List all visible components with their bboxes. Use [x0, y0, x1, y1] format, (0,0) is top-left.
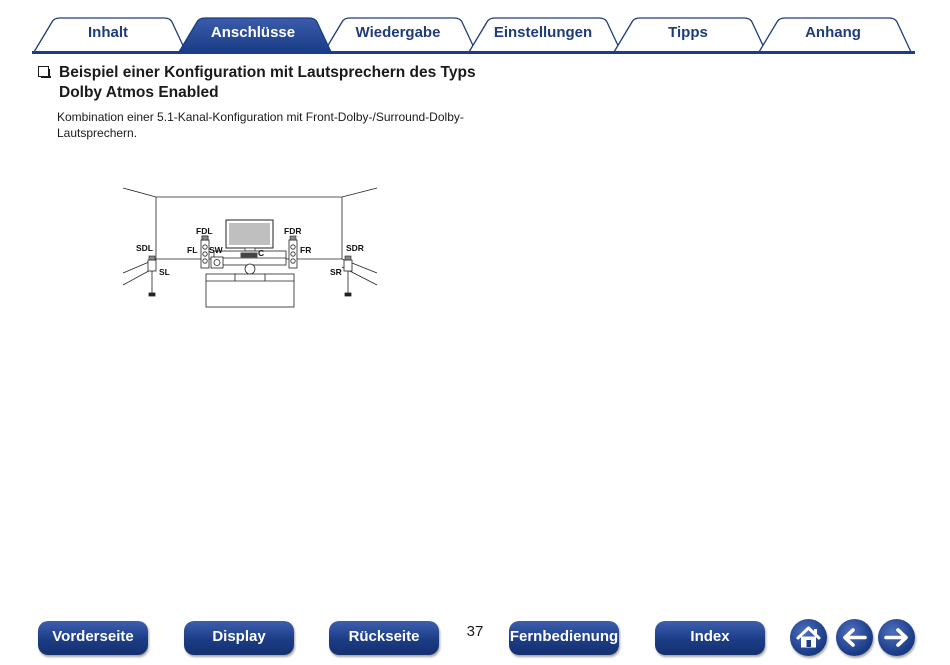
label-sw: SW: [209, 245, 224, 255]
tab-bar: Inhalt Anschlüsse Wiedergabe Einstellung…: [0, 0, 950, 60]
label-fdr: FDR: [284, 226, 301, 236]
display-button[interactable]: Display: [184, 621, 294, 655]
checkbox-icon: [38, 66, 51, 78]
tab-shape-anschluesse: [177, 17, 333, 53]
section-heading-text: Beispiel einer Konfiguration mit Lautspr…: [59, 64, 476, 101]
tab-shape-wiedergabe: [323, 17, 477, 53]
home-button[interactable]: [790, 619, 827, 656]
label-sdr: SDR: [346, 243, 364, 253]
section-description: Kombination einer 5.1-Kanal-Konfiguratio…: [57, 110, 464, 140]
tab-wiedergabe[interactable]: Wiedergabe: [355, 24, 441, 41]
tab-inhalt[interactable]: Inhalt: [88, 24, 128, 41]
forward-button[interactable]: [878, 619, 915, 656]
tab-shape-einstellungen: [468, 17, 622, 53]
subwoofer: [210, 256, 224, 269]
back-button[interactable]: [836, 619, 873, 656]
tab-anschluesse[interactable]: Anschlüsse: [210, 24, 296, 41]
home-icon: [796, 626, 821, 648]
center-speaker: [241, 253, 257, 257]
front-dolby-left-speaker: [201, 235, 209, 241]
tab-baseline: [32, 51, 915, 54]
tab-einstellungen[interactable]: Einstellungen: [493, 24, 593, 41]
room-ceiling-right: [341, 187, 378, 198]
front-left-speaker: [200, 235, 210, 269]
room-ceiling-left: [122, 187, 157, 198]
tab-anhang[interactable]: Anhang: [805, 24, 861, 41]
tab-shapes: [32, 17, 915, 54]
tab-tipps[interactable]: Tipps: [668, 24, 708, 41]
speaker-layout-diagram: SDL SL FDL FL SW C FDR FR SDR SR: [122, 187, 378, 308]
surround-right-speaker: [343, 259, 353, 297]
vorderseite-button[interactable]: Vorderseite: [38, 621, 148, 655]
fernbedienung-button[interactable]: Fernbedienung: [509, 621, 619, 655]
front-dolby-right-speaker: [289, 235, 297, 241]
surround-left-speaker: [147, 259, 157, 297]
sofa: [205, 273, 295, 308]
surround-dolby-right-speaker: [344, 255, 352, 261]
label-sr: SR: [330, 267, 342, 277]
front-right-speaker: [288, 239, 298, 269]
listener-head: [244, 263, 256, 275]
index-button[interactable]: Index: [655, 621, 765, 655]
label-fl: FL: [187, 245, 197, 255]
section-heading: Beispiel einer Konfiguration mit Lautspr…: [38, 63, 478, 103]
label-fdl: FDL: [196, 226, 213, 236]
surround-dolby-left-speaker: [148, 255, 156, 261]
arrow-left-icon: [843, 628, 867, 647]
label-fr: FR: [300, 245, 311, 255]
rueckseite-button[interactable]: Rückseite: [329, 621, 439, 655]
label-c: C: [258, 248, 264, 258]
tab-shape-anhang: [758, 17, 912, 53]
arrow-right-icon: [884, 628, 908, 647]
label-sdl: SDL: [136, 243, 153, 253]
tab-shape-inhalt: [33, 17, 187, 53]
page-number: 37: [466, 623, 484, 640]
label-sl: SL: [159, 267, 170, 277]
tab-shape-tipps: [613, 17, 767, 53]
tv: [225, 219, 274, 252]
